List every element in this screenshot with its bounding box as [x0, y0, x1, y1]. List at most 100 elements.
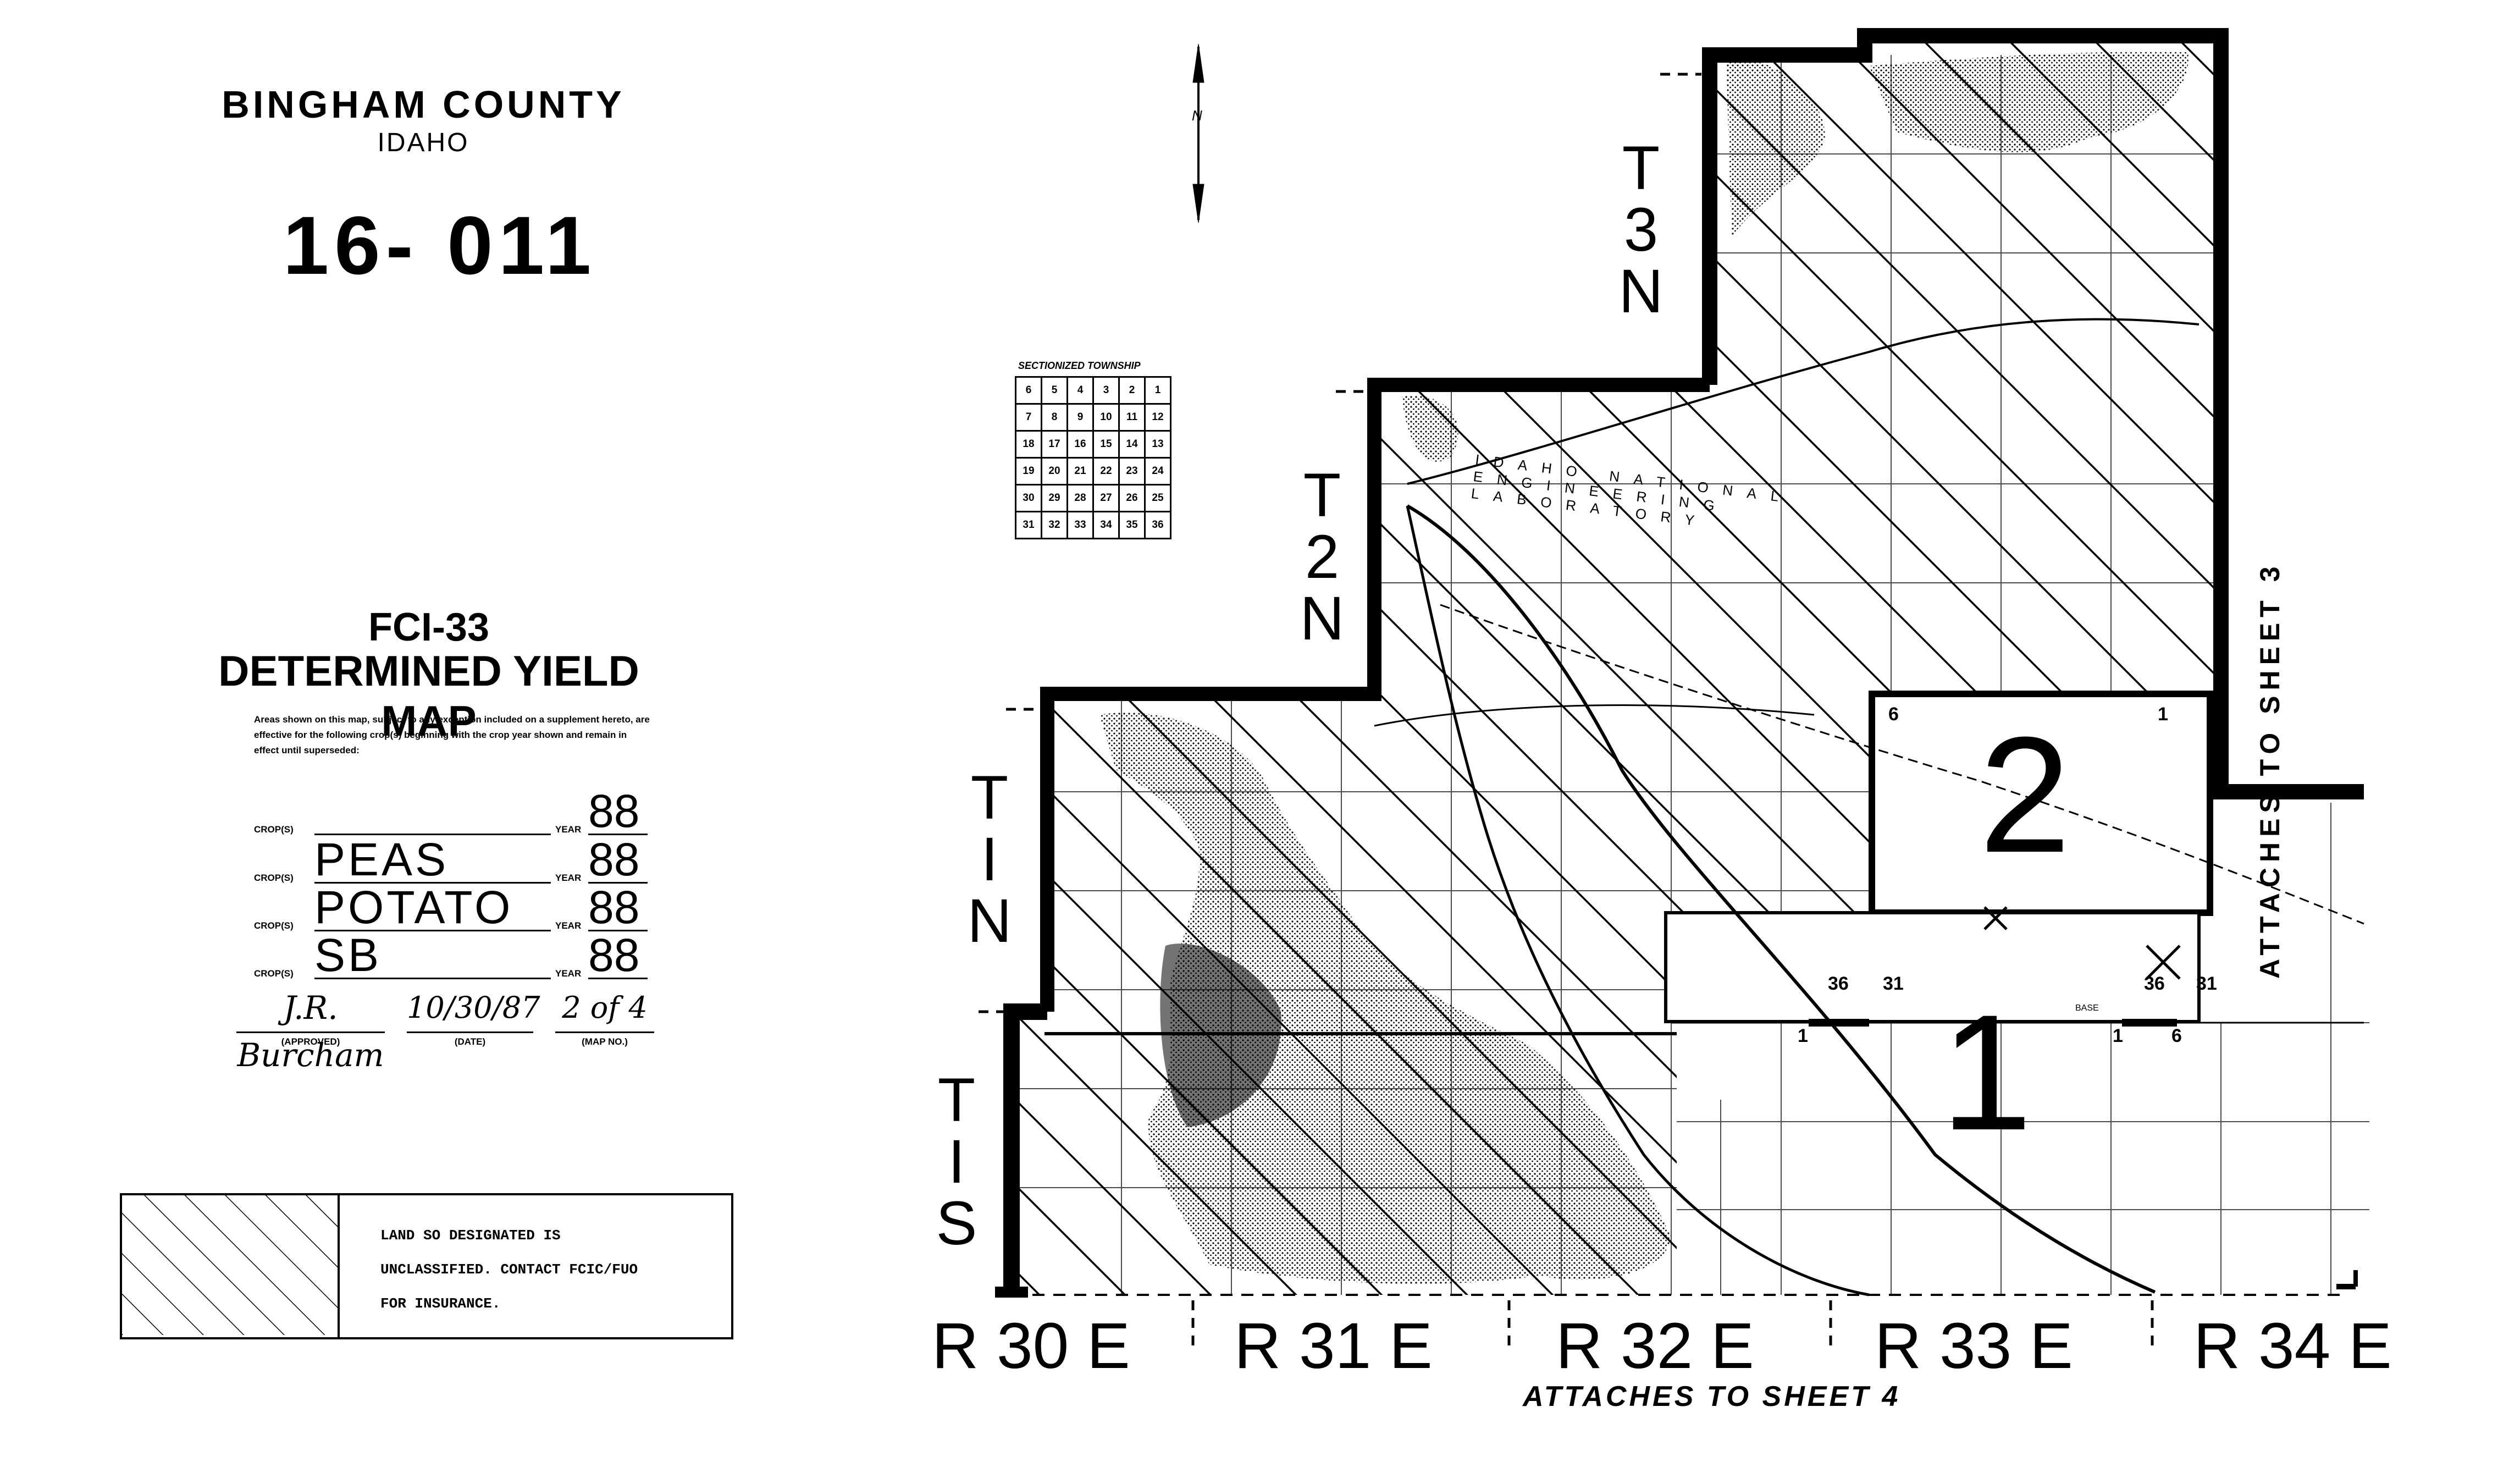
legend-text: LAND SO DESIGNATED IS UNCLASSIFIED. CONT…	[380, 1218, 721, 1321]
map-no-label: (MAP NO.)	[582, 1036, 628, 1047]
township-ticks	[979, 73, 2154, 1347]
state-name: IDAHO	[377, 128, 469, 157]
north-label: N	[1192, 107, 1202, 124]
roads	[1045, 318, 2364, 1297]
crop-label: CROP(S)	[254, 824, 294, 835]
county-boundary	[995, 28, 2364, 1298]
map-number: 16- 011	[283, 199, 597, 291]
range-label-r34e: R 34 E	[2193, 1310, 2392, 1382]
legend-swatch	[122, 1195, 340, 1337]
crop-label: CROP(S)	[254, 968, 294, 979]
sectionized-township-caption: SECTIONIZED TOWNSHIP	[1018, 360, 1141, 371]
legend-line: UNCLASSIFIED. CONTACT FCIC/FUO	[380, 1261, 638, 1278]
approved-signature: J.R. Burcham	[236, 984, 385, 1074]
north-arrow-icon	[1192, 43, 1204, 223]
attaches-sheet-3: ATTACHES TO SHEET 3	[2254, 561, 2285, 979]
township-label-t2n: T 2 N	[1300, 461, 1345, 653]
area-2-number: 2	[1979, 702, 2071, 887]
section-cell: 27	[1092, 484, 1120, 512]
section-cell: 12	[1144, 403, 1171, 432]
approval-date: 10/30/87	[407, 984, 540, 1033]
crop-value: PEAS	[314, 836, 551, 884]
effective-notice: Areas shown on this map, subject to any …	[254, 714, 650, 755]
section-cell: 7	[1015, 403, 1042, 432]
section-number: 1	[2113, 1025, 2123, 1046]
section-cell: 26	[1118, 484, 1146, 512]
range-label-r31e: R 31 E	[1234, 1310, 1433, 1382]
township-label-t1s: T I S	[936, 1066, 977, 1257]
section-cell: 30	[1015, 484, 1042, 512]
crop-value: POTATO	[314, 884, 551, 931]
approved-label: (APPROVED)	[281, 1036, 340, 1047]
section-cell: 9	[1066, 403, 1094, 432]
section-cell: 15	[1092, 430, 1120, 459]
section-cell: 16	[1066, 430, 1094, 459]
section-cell: 22	[1092, 457, 1120, 486]
section-cell: 29	[1041, 484, 1068, 512]
section-cell: 14	[1118, 430, 1146, 459]
section-number: 6	[2171, 1025, 2182, 1046]
section-number: 1	[1798, 1025, 1808, 1046]
year-label: YEAR	[555, 968, 582, 979]
section-cell: 31	[1015, 511, 1042, 539]
section-cell: 3	[1092, 376, 1120, 405]
section-cell: 17	[1041, 430, 1068, 459]
attaches-sheet-4: ATTACHES TO SHEET 4	[1523, 1381, 1901, 1413]
section-number: 31	[1883, 973, 1904, 994]
section-cell: 36	[1144, 511, 1171, 539]
township-label-t3n: T 3 N	[1618, 134, 1664, 326]
section-cell: 28	[1066, 484, 1094, 512]
year-value: 88	[588, 884, 648, 931]
section-cell: 23	[1118, 457, 1146, 486]
sectionized-township-grid: 6 5 4 3 2 1 7 8 9 10 11 12 18 17 16 15 1…	[1015, 376, 1171, 539]
range-label-r32e: R 32 E	[1556, 1310, 1754, 1382]
crop-value	[314, 788, 551, 835]
section-cell: 33	[1066, 511, 1094, 539]
section-cell: 25	[1144, 484, 1171, 512]
map-sheet-number: 2 of 4	[555, 984, 654, 1033]
area-1-outline	[1664, 911, 2201, 1023]
section-cell: 18	[1015, 430, 1042, 459]
section-cell: 2	[1118, 376, 1146, 405]
crop-row: CROP(S) POTATO YEAR 88	[254, 884, 650, 935]
section-cell: 35	[1118, 511, 1146, 539]
range-label-r33e: R 33 E	[1875, 1310, 2073, 1382]
section-cell: 8	[1041, 403, 1068, 432]
section-cell: 13	[1144, 430, 1171, 459]
range-label-r30e: R 30 E	[932, 1310, 1130, 1382]
section-cell: 10	[1092, 403, 1120, 432]
legend-box: LAND SO DESIGNATED IS UNCLASSIFIED. CONT…	[120, 1193, 733, 1339]
section-cell: 20	[1041, 457, 1068, 486]
year-value: 88	[588, 836, 648, 884]
crop-row: CROP(S) YEAR 88	[254, 788, 650, 838]
section-cell: 11	[1118, 403, 1146, 432]
crop-label: CROP(S)	[254, 920, 294, 931]
year-label: YEAR	[555, 920, 582, 931]
crop-row: CROP(S) SB YEAR 88	[254, 932, 650, 983]
base-line-label: BASE	[2075, 1003, 2099, 1013]
section-number: 1	[2158, 704, 2168, 725]
legend-line: FOR INSURANCE.	[380, 1295, 501, 1312]
section-cell: 5	[1041, 376, 1068, 405]
legend-hatch-swatch	[122, 1195, 338, 1335]
crop-value: SB	[314, 932, 551, 979]
section-number: 6	[1888, 704, 1899, 725]
section-cell: 4	[1066, 376, 1094, 405]
area-2-box	[1869, 691, 2213, 916]
form-id: FCI-33	[368, 605, 490, 649]
section-cell: 24	[1144, 457, 1171, 486]
section-cell: 32	[1041, 511, 1068, 539]
date-label: (DATE)	[454, 1036, 486, 1047]
township-label-t1n: T I N	[967, 763, 1012, 955]
section-number: 31	[2196, 973, 2217, 994]
section-cell: 34	[1092, 511, 1120, 539]
year-value: 88	[588, 788, 648, 835]
section-cell: 1	[1144, 376, 1171, 405]
section-cell: 19	[1015, 457, 1042, 486]
crop-row: CROP(S) PEAS YEAR 88	[254, 836, 650, 887]
form-title: DETERMINED YIELD MAP	[218, 647, 639, 745]
section-cell: 6	[1015, 376, 1042, 405]
crop-label: CROP(S)	[254, 873, 294, 883]
year-value: 88	[588, 932, 648, 979]
